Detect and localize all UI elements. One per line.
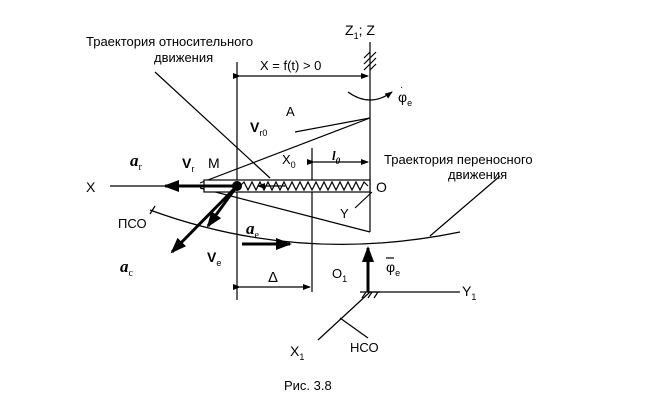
- ae-label: ae: [246, 219, 260, 241]
- relative-trajectory-pointer: [154, 71, 271, 179]
- z1-label: Z1; Z: [345, 22, 375, 41]
- pso-pointer: [149, 205, 156, 215]
- cone-upper-edge: [294, 117, 371, 133]
- vr0-label: Vr0: [250, 119, 267, 138]
- transport-trajectory-pointer: [429, 175, 501, 237]
- relative-trajectory-label-1: Траектория относительного: [86, 34, 253, 49]
- x-axis-label: X: [86, 179, 96, 195]
- o1-label: O1: [332, 266, 347, 284]
- phi-bar-label: φe: [386, 259, 400, 278]
- y1-label: Y1: [462, 283, 476, 302]
- figure-caption: Рис. 3.8: [284, 378, 332, 393]
- delta-label: Δ: [268, 269, 278, 286]
- l0-label: l0: [332, 148, 341, 166]
- point-a-label: A: [286, 104, 295, 119]
- point-m-label: M: [208, 155, 220, 171]
- transport-trajectory-curve: [149, 209, 461, 245]
- origin-o-label: O: [376, 179, 387, 195]
- relative-trajectory-label-2: движения: [154, 50, 213, 65]
- transport-trajectory-label-1: Траектория переносного: [384, 152, 533, 167]
- y-pointer: [354, 191, 373, 209]
- nso-label: НСО: [350, 340, 379, 355]
- ac-label: ac: [120, 257, 134, 279]
- z-axis-hatching: [363, 51, 377, 71]
- nso-pointer: [339, 317, 369, 339]
- x1-label: X1: [290, 343, 304, 362]
- transport-trajectory-label-2: движения: [448, 167, 507, 182]
- o1-hatching: [360, 291, 380, 299]
- ve-label: Ve: [207, 249, 221, 268]
- y-label: Y: [340, 206, 349, 221]
- pso-label: ПСО: [118, 216, 147, 231]
- x0-label: X0: [282, 152, 296, 170]
- cone-upper-line: [199, 117, 371, 184]
- phi-e-dot: ·: [400, 82, 403, 93]
- phi-e-label: φe: [398, 89, 412, 108]
- ac-arrow: [170, 184, 239, 254]
- x1-axis: [317, 291, 371, 341]
- ar-label: ar: [130, 151, 143, 173]
- rotation-arrow: [347, 91, 393, 101]
- x-equation-label: X = f(t) > 0: [260, 58, 321, 73]
- vr-label: Vr: [182, 155, 194, 174]
